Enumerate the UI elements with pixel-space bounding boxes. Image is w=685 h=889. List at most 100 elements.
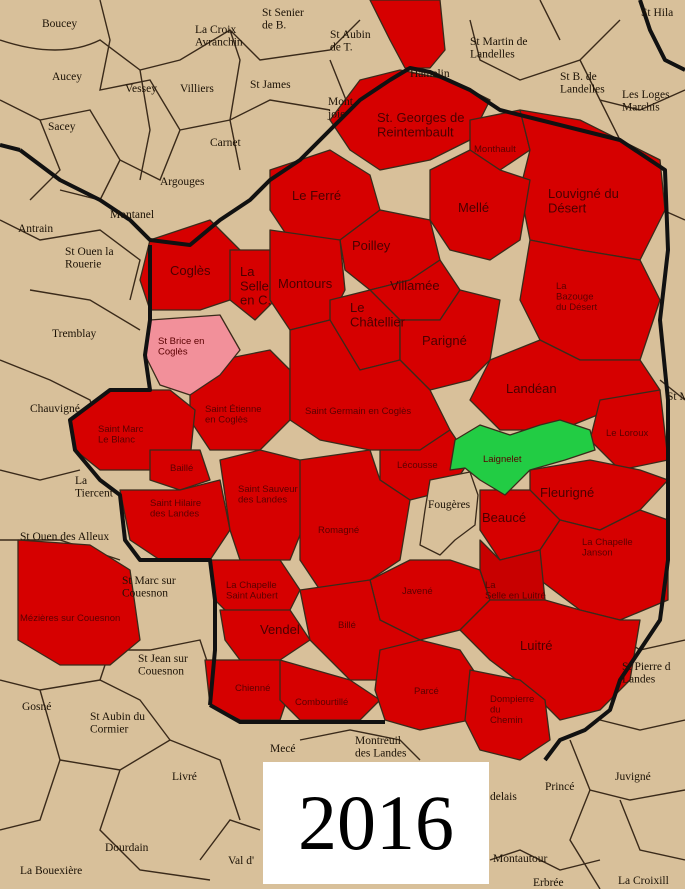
label-st-ouen-des-alleux: St Ouen des Alleux bbox=[20, 531, 109, 543]
label-dourdain: Dourdain bbox=[105, 842, 149, 854]
commune-st-hilaire bbox=[119, 479, 231, 561]
label-line: St Ouen la bbox=[65, 246, 114, 258]
commune-dompierre bbox=[464, 669, 551, 761]
label-beauce: Beaucé bbox=[482, 510, 526, 525]
label-line: Saint Marc bbox=[98, 424, 144, 435]
label-la-croixille: La Croixill bbox=[618, 875, 669, 887]
label-delais: delais bbox=[490, 791, 517, 803]
label-line: Couesnon bbox=[122, 588, 168, 600]
label-sacey: Sacey bbox=[48, 121, 76, 133]
label-line: des Landes bbox=[355, 748, 407, 760]
member-communes bbox=[17, 0, 669, 761]
territory-border-sw bbox=[209, 703, 385, 724]
label-boucey: Boucey bbox=[42, 18, 77, 30]
label-vessey: Vessey bbox=[125, 83, 157, 95]
label-montanel: Montanel bbox=[110, 209, 154, 221]
label-line: Les Loges bbox=[622, 89, 670, 101]
label-st-hilaire: St Hila bbox=[641, 7, 673, 19]
label-line: des Landes bbox=[150, 508, 199, 519]
year-label-box: 2016 bbox=[263, 762, 489, 884]
label-combourtille: Combourtillé bbox=[295, 697, 348, 708]
commune-le-loroux bbox=[589, 389, 669, 471]
label-line: St Brice en bbox=[158, 336, 204, 347]
label-line: en C. bbox=[240, 293, 271, 308]
label-st-m: St M bbox=[667, 391, 685, 403]
label-line: Landelles bbox=[470, 49, 515, 61]
label-line: Reintembault bbox=[377, 124, 454, 139]
label-line: Coglès bbox=[158, 346, 188, 357]
territory-border-nw bbox=[0, 143, 21, 152]
label-line: joie bbox=[327, 109, 345, 121]
commune-fougeres bbox=[419, 471, 479, 556]
commune-romagne bbox=[299, 449, 411, 591]
label-line: Marchis bbox=[622, 102, 660, 114]
label-line: Avranchin bbox=[195, 37, 243, 49]
label-line: St Aubin du bbox=[90, 711, 145, 723]
label-mece: Mecé bbox=[270, 743, 296, 755]
label-line: Selle en Luitré bbox=[485, 590, 546, 601]
commune-melle bbox=[429, 149, 531, 261]
label-javene: Javené bbox=[402, 586, 433, 597]
label-line: Landes bbox=[622, 674, 656, 686]
label-val-d: Val d' bbox=[228, 855, 254, 867]
label-line: Le bbox=[350, 300, 364, 315]
label-carnet: Carnet bbox=[210, 137, 241, 149]
label-line: en Coglès bbox=[205, 414, 248, 425]
commune-hamelin-top bbox=[369, 0, 446, 69]
label-fleurigne: Fleurigné bbox=[540, 485, 594, 500]
label-lecousse: Lécousse bbox=[397, 460, 438, 471]
commune-baille bbox=[149, 449, 211, 491]
label-line: La bbox=[485, 580, 496, 591]
label-line: Saint Étienne bbox=[205, 404, 262, 415]
label-romagne: Romagné bbox=[318, 525, 359, 536]
label-line: des Landes bbox=[238, 494, 287, 505]
territory-border bbox=[18, 66, 670, 762]
label-line: Dompierre bbox=[490, 694, 534, 705]
label-vendel: Vendel bbox=[260, 622, 300, 637]
label-le-loroux: Le Loroux bbox=[606, 428, 649, 439]
label-poilley: Poilley bbox=[352, 238, 391, 253]
label-line: Mont bbox=[328, 96, 354, 108]
label-line: Montreuil bbox=[355, 735, 401, 747]
label-parigne: Parigné bbox=[422, 333, 467, 348]
label-prince: Princé bbox=[545, 781, 574, 793]
label-line: La Chapelle bbox=[226, 580, 277, 591]
label-montours: Montours bbox=[278, 276, 333, 291]
commune-mezieres bbox=[17, 539, 141, 666]
label-line: St Marc sur bbox=[122, 575, 176, 587]
label-line: St Pierre d bbox=[622, 661, 671, 673]
label-monthault: Monthault bbox=[474, 144, 516, 155]
label-luitre: Luitré bbox=[520, 638, 553, 653]
label-laignelet: Laignelet bbox=[483, 454, 522, 465]
label-cogles: Coglès bbox=[170, 263, 211, 278]
label-st-james: St James bbox=[250, 79, 291, 91]
label-juvigne: Juvigné bbox=[615, 771, 651, 783]
label-line: St Martin de bbox=[470, 36, 528, 48]
label-antrain: Antrain bbox=[18, 223, 53, 235]
territory-border-west bbox=[68, 245, 217, 706]
year-label: 2016 bbox=[298, 779, 454, 866]
label-chauvigne: Chauvigné bbox=[30, 403, 80, 415]
